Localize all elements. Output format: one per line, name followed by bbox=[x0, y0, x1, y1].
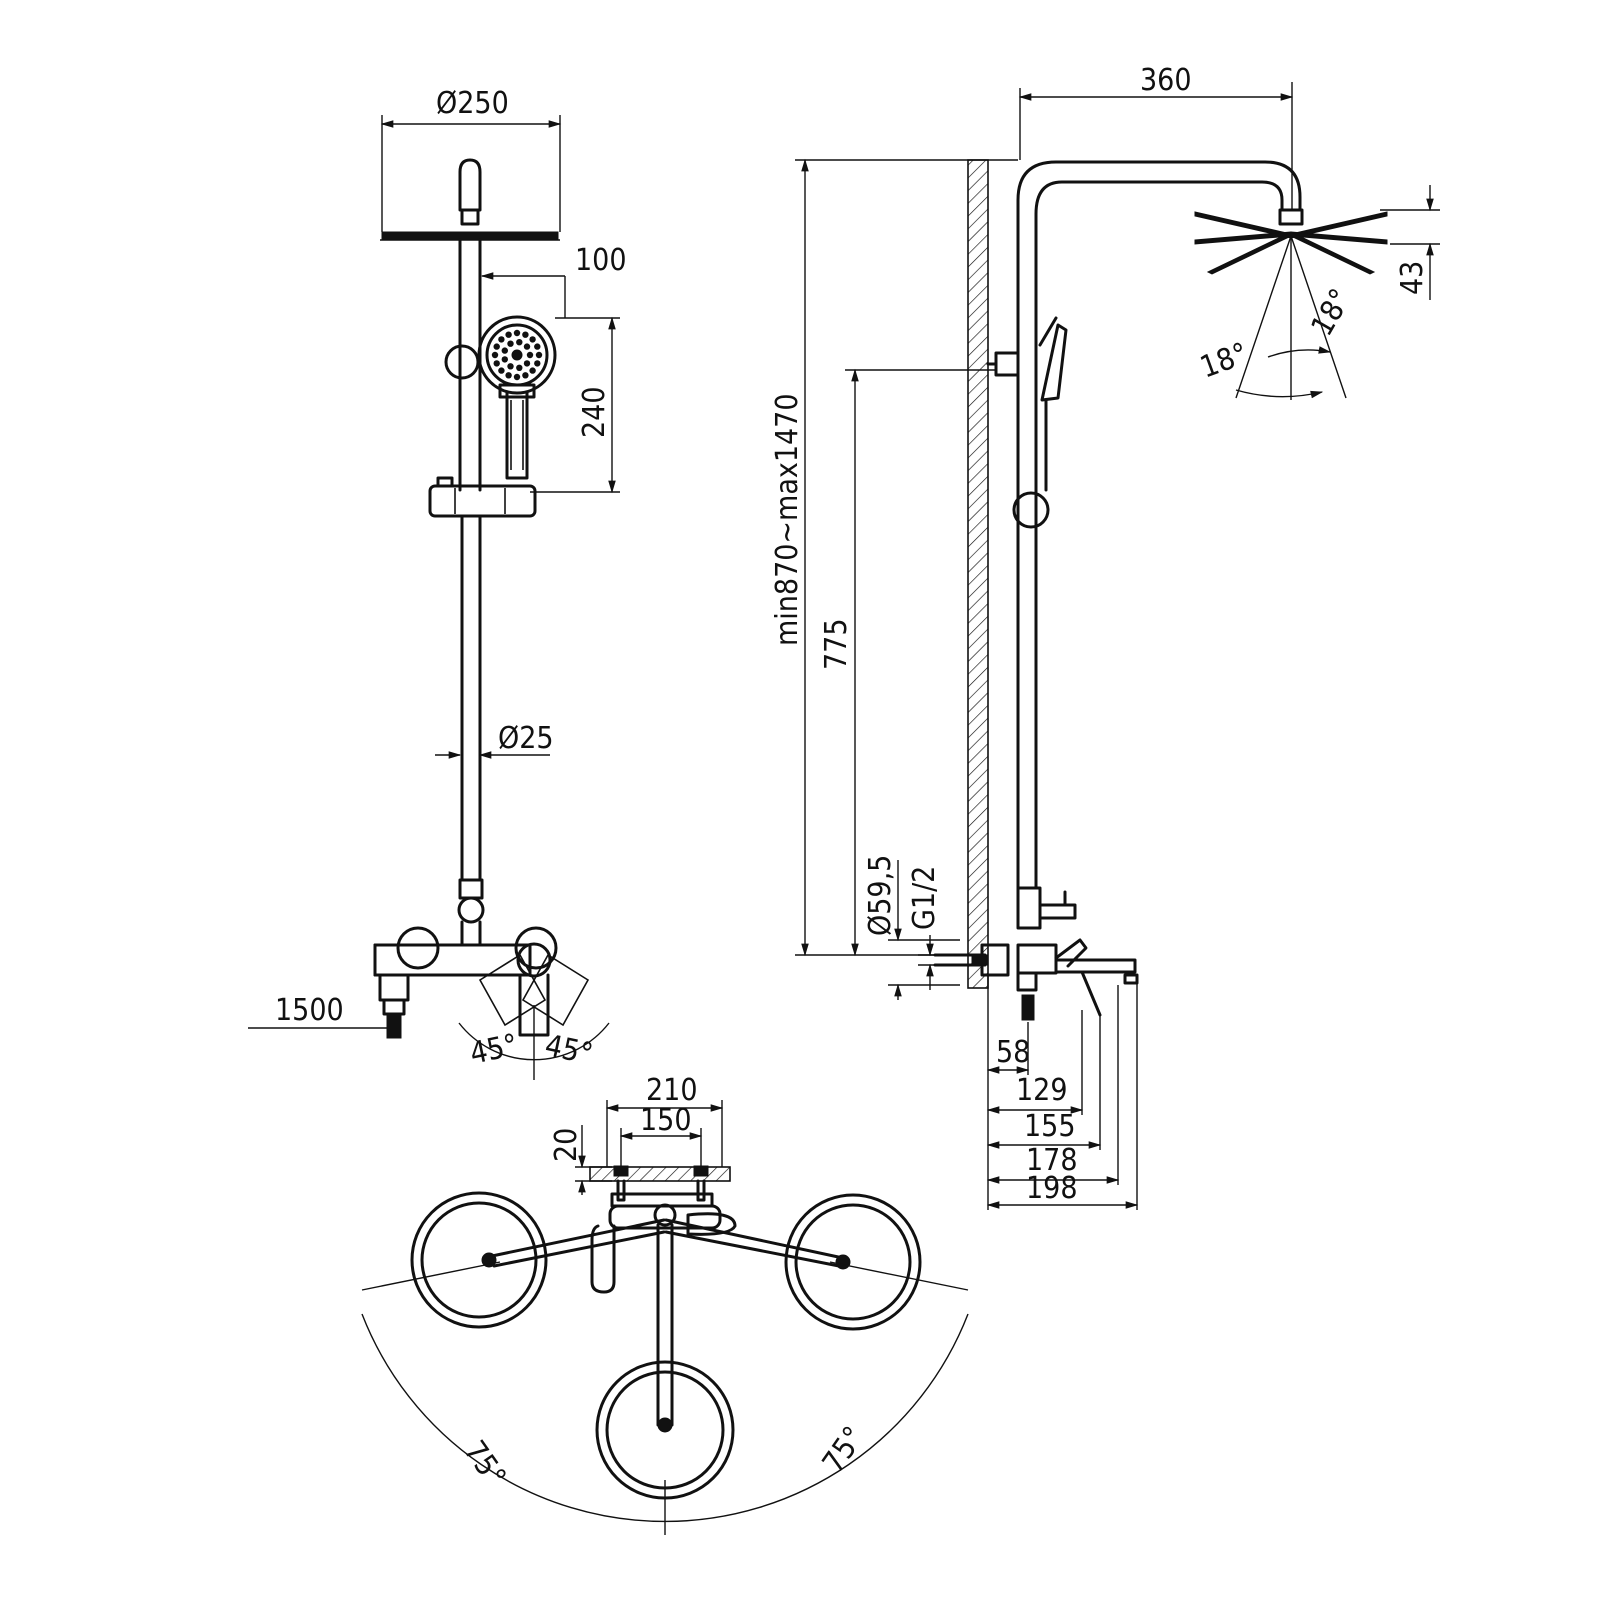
depth-58-label: 58 bbox=[996, 1035, 1030, 1070]
arm-offset-label: 100 bbox=[575, 243, 627, 278]
depth-129-label: 129 bbox=[1016, 1073, 1068, 1108]
wall-offset-label: 20 bbox=[549, 1128, 584, 1162]
nozzle-dot bbox=[516, 364, 523, 371]
nozzle-dot bbox=[505, 372, 512, 379]
lever-angle-right-label: 45° bbox=[542, 1028, 596, 1072]
depth-178-label: 178 bbox=[1026, 1143, 1078, 1178]
nozzle-dot bbox=[529, 336, 536, 343]
wall-bracket-upper bbox=[994, 351, 1020, 377]
nozzle-dot bbox=[523, 343, 531, 350]
hose-connector-side bbox=[1021, 994, 1035, 1021]
hand-shower bbox=[477, 315, 557, 480]
side-view: 18° 18° 360 43 bbox=[770, 63, 1440, 1210]
lever-side bbox=[1054, 938, 1088, 968]
slider-bracket bbox=[428, 484, 537, 518]
nozzle-dot bbox=[501, 356, 508, 363]
width-outer-label: 210 bbox=[646, 1073, 698, 1108]
nozzle-dot bbox=[534, 343, 541, 350]
nozzle-dot bbox=[523, 360, 531, 367]
wall-section bbox=[967, 159, 989, 989]
nozzle-dot bbox=[534, 360, 541, 367]
nozzle-dot bbox=[501, 347, 508, 354]
height-range-label: min870~max1470 bbox=[770, 394, 805, 647]
nozzle-dot bbox=[493, 360, 500, 367]
nozzle-dot bbox=[516, 339, 523, 346]
nozzle-dot bbox=[513, 329, 521, 337]
swivel-left-label: 75° bbox=[456, 1435, 512, 1494]
basin-right bbox=[784, 1193, 922, 1331]
head-connector bbox=[460, 208, 480, 226]
bracket-knob bbox=[444, 344, 480, 380]
mixer-to-bracket-label: 775 bbox=[819, 618, 854, 670]
nozzle-dot bbox=[535, 351, 543, 359]
spray-angle-left-label: 18° bbox=[1196, 336, 1253, 385]
head-thickness-label: 43 bbox=[1395, 261, 1430, 295]
hose-length-label: 1500 bbox=[275, 993, 344, 1028]
depth-155-label: 155 bbox=[1024, 1109, 1076, 1144]
depth-198-label: 198 bbox=[1026, 1171, 1078, 1206]
shower-arm-outer bbox=[1016, 160, 1302, 890]
diverter-knob bbox=[457, 896, 485, 924]
mixer-body bbox=[373, 926, 590, 1039]
nozzle-dot bbox=[529, 367, 536, 374]
hand-shower-height-label: 240 bbox=[577, 386, 612, 438]
nozzle-dot bbox=[505, 331, 512, 338]
rain-shower-head bbox=[381, 231, 559, 241]
slider-button bbox=[436, 476, 454, 488]
swivel-right-label: 75° bbox=[816, 1420, 872, 1479]
width-inner-label: 150 bbox=[640, 1103, 692, 1138]
nozzle-dot bbox=[522, 372, 529, 379]
wall-strip bbox=[589, 1166, 731, 1182]
slider-knob-side bbox=[1012, 491, 1050, 529]
diverter-knob-side bbox=[1038, 903, 1077, 920]
lever-angle-left-label: 45° bbox=[467, 1028, 521, 1072]
nozzle-dot bbox=[526, 351, 534, 359]
lever-top bbox=[590, 1224, 616, 1294]
nozzle-dot bbox=[498, 336, 505, 343]
nozzle-dot bbox=[513, 373, 521, 381]
thread-label: G1/2 bbox=[907, 866, 942, 930]
rain-shower-head-side bbox=[1194, 208, 1388, 275]
pipe-diameter-label: Ø25 bbox=[498, 721, 554, 756]
nozzle-dot bbox=[507, 340, 514, 347]
nozzle-dot bbox=[491, 351, 499, 359]
spout-side bbox=[1054, 958, 1137, 974]
hand-shower-side bbox=[1040, 323, 1068, 402]
nozzle-dot bbox=[493, 343, 500, 350]
spray-angle-right-label: 18° bbox=[1305, 283, 1359, 342]
flange-diameter-label: Ø59,5 bbox=[863, 855, 898, 936]
nozzle-dot bbox=[498, 367, 505, 374]
riser-top-cap bbox=[458, 158, 482, 212]
spout-swivel-positions bbox=[481, 1218, 851, 1433]
nozzle-dot bbox=[522, 331, 529, 338]
head-diameter-label: Ø250 bbox=[436, 86, 509, 121]
basin-left bbox=[410, 1191, 548, 1329]
nozzle-dot bbox=[507, 363, 514, 370]
hose-connector bbox=[386, 1013, 402, 1039]
front-view: 45° 45° Ø250 100 240 Ø25 1500 bbox=[248, 86, 627, 1080]
arm-reach-label: 360 bbox=[1140, 63, 1192, 98]
shower-arm-inner bbox=[1034, 180, 1284, 890]
top-view: 75° 75° 210 150 20 bbox=[361, 1073, 969, 1535]
